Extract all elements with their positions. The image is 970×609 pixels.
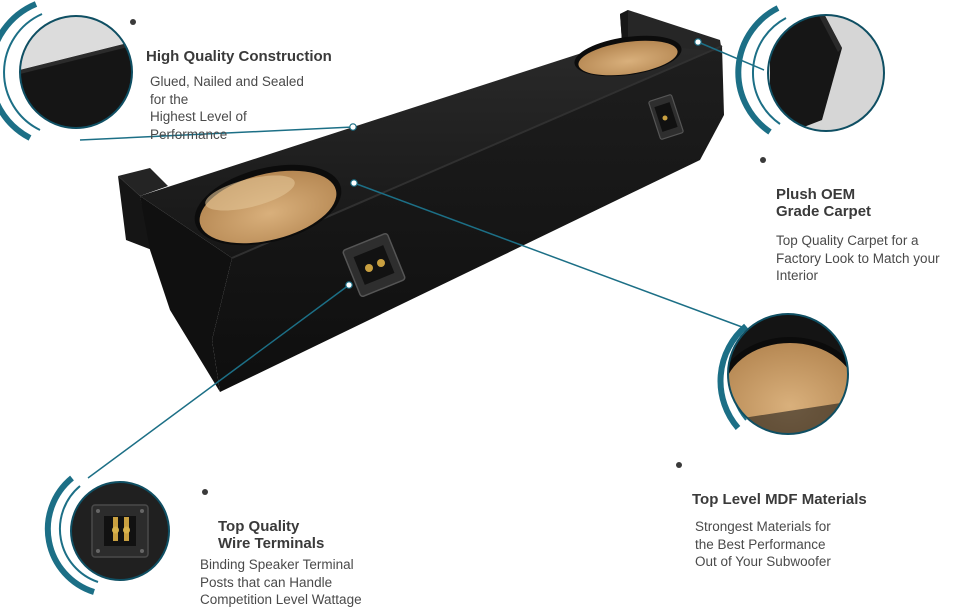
feature-title: Top Quality Wire Terminals [200,484,430,552]
feature-title: Plush OEM Grade Carpet [758,152,968,220]
feature-description: Strongest Materials for the Best Perform… [695,519,831,569]
feature-terminals: Top Quality Wire Terminals Binding Speak… [200,484,430,609]
feature-mdf: Top Level MDF Materials Strongest Materi… [674,457,934,571]
feature-description: Binding Speaker Terminal Posts that can … [200,557,362,607]
carpet-edge-detail-icon [735,5,885,135]
speaker-cutout-small [574,35,682,77]
feature-description: Top Quality Carpet for a Factory Look to… [776,233,940,283]
bullet-icon [676,462,682,468]
speaker-cutout-large [194,164,342,246]
glued-edge-detail-icon [0,1,133,141]
feature-title: High Quality Construction [128,14,368,65]
feature-carpet: Plush OEM Grade Carpet Top Quality Carpe… [758,152,968,285]
bullet-icon [202,489,208,495]
feature-construction: High Quality Construction Glued, Nailed … [128,14,368,143]
bullet-icon [130,19,136,25]
feature-title: Top Level MDF Materials [674,457,934,508]
feature-title-text: Top Quality Wire Terminals [218,518,325,552]
feature-title-text: Top Level MDF Materials [692,491,867,508]
terminal-cup-detail-icon [44,475,170,595]
feature-title-text: Plush OEM Grade Carpet [776,186,872,220]
callout-dots [345,38,702,289]
terminal-cup-left [342,232,406,298]
bullet-icon [760,157,766,163]
mdf-cutout-detail-icon [717,313,849,435]
terminal-cup-right [648,94,684,140]
callout-lines [79,41,765,479]
feature-description: Glued, Nailed and Sealed for the Highest… [150,74,304,142]
feature-title-text: High Quality Construction [146,48,332,65]
